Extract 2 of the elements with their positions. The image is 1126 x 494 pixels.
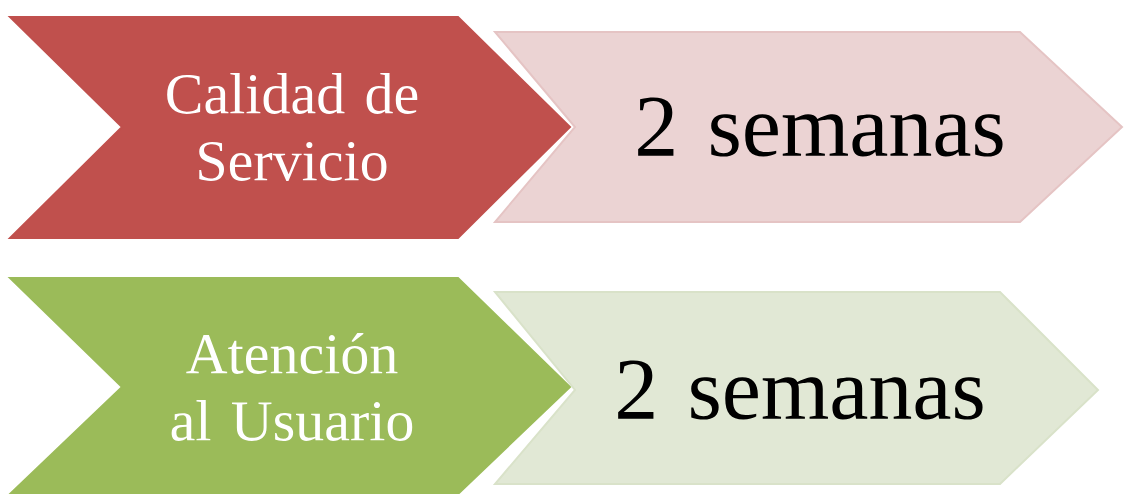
arrow-band: 2 semanas bbox=[492, 31, 1124, 223]
arrow-band: 2 semanas bbox=[492, 291, 1100, 485]
